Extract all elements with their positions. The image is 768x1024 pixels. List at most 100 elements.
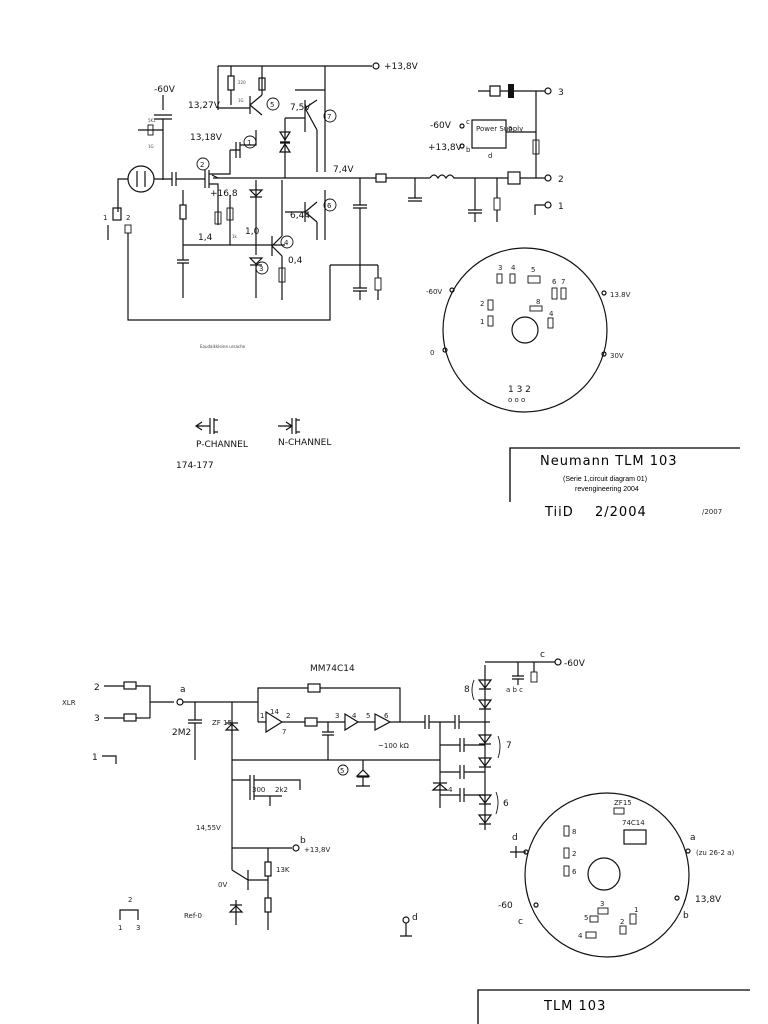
pin-label: 2 bbox=[126, 214, 130, 222]
stage-label: 6 bbox=[503, 799, 509, 809]
bias-resistor-3 bbox=[226, 207, 234, 221]
ps-plus-13-8-label: +13,8V bbox=[428, 143, 463, 153]
input-pin: 3 bbox=[94, 714, 100, 724]
pad-label: 8 bbox=[536, 298, 540, 306]
schematic-1: +13,8V 220 1G -60V 5K1 1G 1 2 2 bbox=[103, 62, 564, 349]
pad bbox=[585, 931, 597, 939]
ic-name: MM74C14 bbox=[310, 664, 355, 674]
pad-label: 5 bbox=[531, 266, 535, 274]
resistor-value: 5K1 bbox=[148, 118, 156, 123]
input-pin: 1 bbox=[92, 753, 98, 763]
node-c: c bbox=[540, 650, 545, 660]
board2-minus-60: -60 bbox=[498, 901, 513, 911]
res-lower bbox=[264, 897, 272, 913]
schematic-2: MM74C14 XLR 2 3 1 a 2M2 ZF 15 1 14 7 2 3 bbox=[62, 650, 586, 937]
xlr-pins: o o o bbox=[508, 396, 525, 404]
voltage-7-4: 7,4V bbox=[333, 165, 354, 175]
connector-pin: 1 bbox=[118, 924, 122, 932]
board-2-layout: ZF15 74C14 d a (zu 26-2 a) -60 c 13,8V b… bbox=[498, 792, 734, 958]
supply-terminal bbox=[372, 62, 380, 70]
board-1-layout: -60V 0 13.8V 30V 3 4 5 6 7 2 1 8 4 1 3 2… bbox=[426, 247, 631, 413]
subtitle-2: revengineering 2004 bbox=[575, 486, 639, 493]
transistor-number: 4 bbox=[284, 239, 289, 247]
node-5-marker bbox=[337, 764, 349, 776]
voltage-13-27: 13,27V bbox=[188, 101, 221, 111]
feedback-resistor bbox=[307, 683, 321, 693]
ps-terminal: d bbox=[488, 152, 492, 160]
pad bbox=[619, 925, 627, 935]
pad bbox=[527, 275, 541, 284]
node-b-label: b bbox=[300, 836, 306, 846]
output-coupling bbox=[507, 171, 521, 185]
pad bbox=[563, 825, 570, 837]
capsule-symbol bbox=[127, 165, 155, 193]
output-minus-60: -60V bbox=[564, 659, 586, 669]
ov-label: 0V bbox=[218, 881, 227, 889]
res-13k bbox=[264, 861, 272, 877]
resistor-out bbox=[493, 197, 501, 211]
pad-label: 3 bbox=[600, 900, 604, 908]
title-1: Neumann TLM 103 bbox=[540, 454, 678, 469]
ps-terminal: a bbox=[508, 124, 512, 132]
resistor-r2 bbox=[258, 77, 266, 91]
node-a bbox=[176, 698, 184, 706]
abc-tag: a b c bbox=[506, 686, 523, 694]
input-resistor-1 bbox=[123, 681, 137, 690]
output-resistor bbox=[375, 173, 387, 183]
title-block-2: TLM 103 bbox=[477, 989, 750, 1024]
board-2-outline bbox=[524, 792, 690, 958]
output-pin-3 bbox=[544, 87, 552, 95]
board2-c: c bbox=[518, 917, 523, 927]
supply-13-8-label: +13,8V bbox=[384, 62, 419, 72]
title-block-1: Neumann TLM 103 (Serie 1,circuit diagram… bbox=[509, 447, 740, 520]
board1-minus-60: -60V bbox=[426, 288, 442, 296]
pin-2-label: 2 bbox=[558, 175, 564, 185]
board2-a-note: (zu 26-2 a) bbox=[696, 849, 734, 857]
pad bbox=[547, 317, 554, 329]
gate-resistor bbox=[304, 717, 318, 727]
gate-pin: 14 bbox=[270, 708, 279, 716]
gate-pin: 5 bbox=[366, 712, 370, 720]
ps-minus-60-label: -60V bbox=[430, 121, 452, 131]
node-a-label: a bbox=[180, 685, 186, 695]
gate-pin: 7 bbox=[282, 728, 286, 736]
board2-d: d bbox=[512, 833, 518, 843]
pad bbox=[529, 305, 543, 312]
voltage-1-0: 1,0 bbox=[245, 227, 260, 237]
res-2k2: 2k2 bbox=[275, 786, 288, 794]
pad-label: 1 bbox=[480, 318, 484, 326]
transistor-5-marker bbox=[266, 97, 280, 111]
transistor-4-marker bbox=[280, 235, 294, 249]
pad bbox=[563, 865, 570, 877]
pad-label: 4 bbox=[578, 932, 583, 940]
zener-label: ZF 15 bbox=[212, 719, 232, 727]
board1-13-8: 13.8V bbox=[610, 291, 631, 299]
gate-pin: 4 bbox=[352, 712, 357, 720]
connector-pin: 3 bbox=[136, 924, 140, 932]
output-pin-2 bbox=[544, 174, 552, 182]
board-1-outline bbox=[442, 247, 608, 413]
gate-pin: 1 bbox=[260, 712, 264, 720]
ref-label: Ref-0 bbox=[184, 912, 202, 920]
switch-1 bbox=[112, 207, 122, 221]
board1-zero: 0 bbox=[430, 349, 434, 357]
input-pin: 2 bbox=[94, 683, 100, 693]
pad-label: 4 bbox=[549, 310, 554, 318]
transistor-number: 2 bbox=[200, 161, 204, 169]
pad-label: 2 bbox=[572, 850, 576, 858]
board2-zf15: ZF15 bbox=[614, 799, 632, 807]
emitter-resistor bbox=[278, 267, 286, 283]
transistor-3-marker bbox=[255, 261, 269, 275]
board2-ic bbox=[623, 829, 647, 845]
power-supply-block bbox=[471, 119, 507, 149]
gate-pin: 6 bbox=[384, 712, 389, 720]
pad-label: 6 bbox=[572, 868, 577, 876]
cap-2m2: 2M2 bbox=[172, 728, 191, 738]
pin-3-label: 3 bbox=[558, 88, 564, 98]
page-reference: 174-177 bbox=[176, 461, 214, 471]
res-13k-label: 13K bbox=[276, 866, 290, 874]
pad-label: 3 bbox=[498, 264, 502, 272]
plus-13-8: +13,8V bbox=[304, 846, 330, 854]
transistor-number: 5 bbox=[270, 101, 274, 109]
